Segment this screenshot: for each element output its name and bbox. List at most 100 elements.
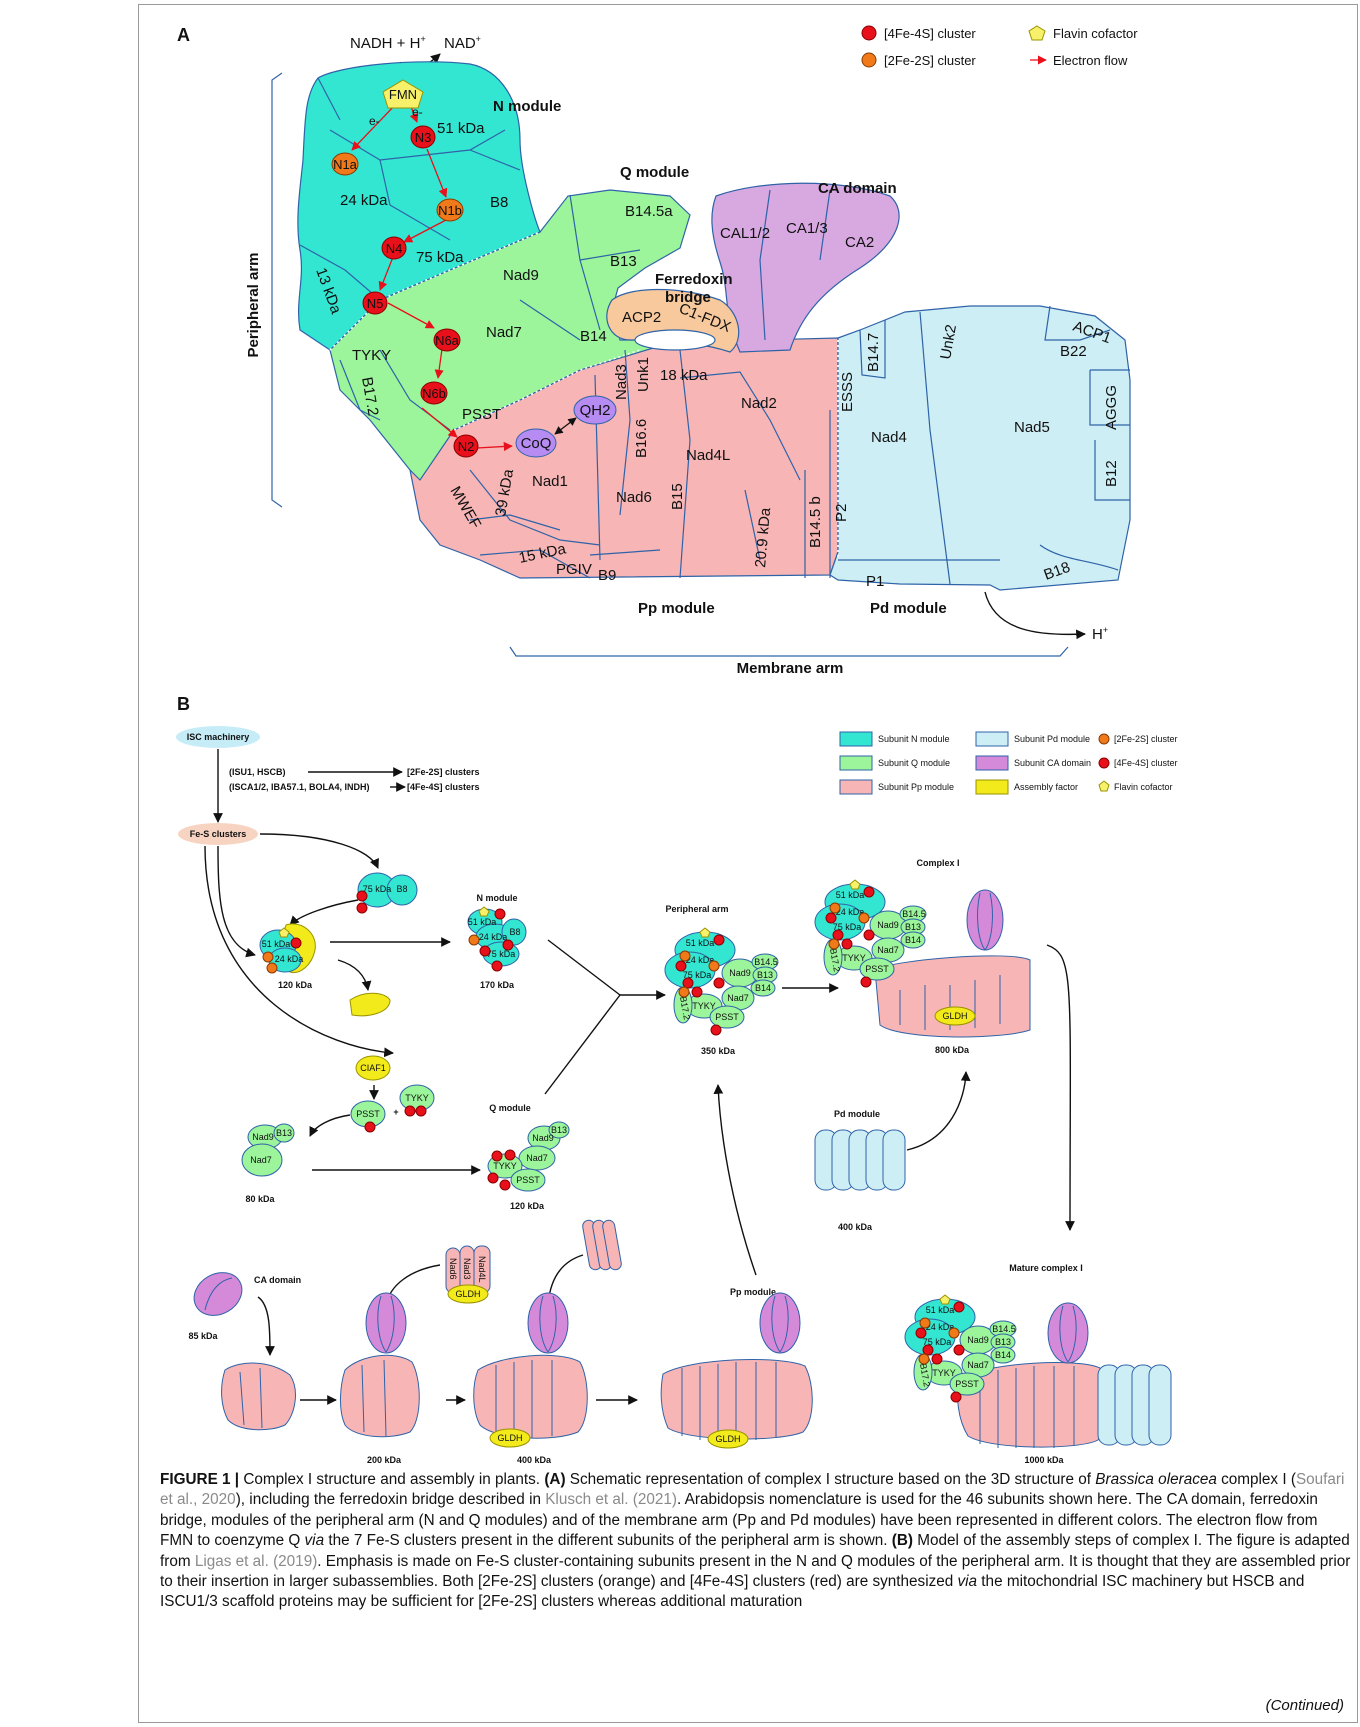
mass-120a: 120 kDa bbox=[278, 980, 313, 990]
svg-text:B14.5: B14.5 bbox=[902, 909, 926, 919]
isc-line1-left: (ISU1, HSCB) bbox=[229, 767, 286, 777]
ca-pp-unit bbox=[221, 1362, 296, 1431]
svg-text:51 kDa: 51 kDa bbox=[468, 917, 497, 927]
label-tyky: TYKY bbox=[352, 347, 391, 364]
caption-label: FIGURE 1 | bbox=[160, 1471, 240, 1488]
figure-graphic: A [4Fe-4S] cluster Flavin cofactor [2Fe-… bbox=[176, 25, 1178, 1465]
label-20-9kda: 20.9 kDa bbox=[752, 506, 774, 568]
svg-text:TYKY: TYKY bbox=[405, 1093, 429, 1103]
leg-sub-q: Subunit Q module bbox=[878, 758, 950, 768]
caption-text-1: Complex I structure and assembly in plan… bbox=[239, 1471, 545, 1488]
assembly-120kda-a: 51 kDa 24 kDa 120 kDa bbox=[259, 923, 316, 990]
svg-text:Nad9: Nad9 bbox=[532, 1133, 554, 1143]
label-24kda: 24 kDa bbox=[340, 192, 388, 209]
caption-text-9: the mitochondrial ISC machinery but HSCB… bbox=[160, 1573, 1305, 1611]
svg-text:B8: B8 bbox=[396, 884, 407, 894]
svg-text:B14: B14 bbox=[995, 1350, 1011, 1360]
svg-text:800 kDa: 800 kDa bbox=[935, 1045, 970, 1055]
fmn-icon bbox=[382, 79, 424, 109]
label-pgiv: PGIV bbox=[556, 561, 592, 578]
leg-flavin-icon bbox=[1098, 780, 1110, 792]
label-b15: B15 bbox=[669, 483, 686, 510]
assembly-800kda: Complex I GLDH 51 kDa 24 kDa 75 kDa Nad9… bbox=[814, 858, 1031, 1055]
caption-via-1: via bbox=[304, 1532, 325, 1550]
fe4s4-legend-icon bbox=[861, 25, 877, 41]
caption-text-6: the 7 Fe-S clusters present in the diffe… bbox=[324, 1532, 892, 1550]
label-unk1: Unk1 bbox=[635, 357, 652, 392]
svg-text:400 kDa: 400 kDa bbox=[517, 1455, 552, 1465]
cofactors-a: FMN N3 N1a N1b N4 N5 N6a N6b N2 CoQ QH2 bbox=[331, 79, 617, 458]
fes-label: Fe-S clusters bbox=[190, 829, 247, 839]
label-nad3: Nad3 bbox=[613, 364, 630, 400]
leg-fe2s2-icon bbox=[1098, 733, 1110, 745]
nad-gldh-assembly: Nad6 Nad3 Nad4L GLDH bbox=[445, 1245, 491, 1304]
panel-a-letter: A bbox=[177, 25, 190, 45]
label-nad4l: Nad4L bbox=[686, 447, 730, 464]
label-nad7: Nad7 bbox=[486, 324, 522, 341]
label-nad5: Nad5 bbox=[1014, 419, 1050, 436]
label-nad2: Nad2 bbox=[741, 395, 777, 412]
svg-text:Nad3: Nad3 bbox=[462, 1258, 472, 1280]
citation-klusch[interactable]: Klusch et al. (2021) bbox=[545, 1491, 678, 1509]
svg-text:Nad7: Nad7 bbox=[250, 1155, 272, 1165]
svg-text:B17.2: B17.2 bbox=[828, 948, 842, 973]
peripheral-arm-bracket bbox=[271, 72, 283, 508]
svg-text:Nad4L: Nad4L bbox=[477, 1256, 487, 1283]
svg-text:Nad9: Nad9 bbox=[877, 920, 899, 930]
n-module-title: N module bbox=[493, 98, 561, 115]
caption-text-8: . Emphasis is made on Fe-S cluster-conta… bbox=[160, 1552, 1351, 1591]
citation-ligas[interactable]: Ligas et al. (2019) bbox=[194, 1552, 318, 1570]
svg-text:B13: B13 bbox=[757, 970, 773, 980]
pp-segments bbox=[582, 1219, 622, 1271]
svg-text:B14.5: B14.5 bbox=[992, 1324, 1016, 1334]
pd-module-title: Pd module bbox=[870, 600, 947, 617]
svg-text:B14: B14 bbox=[905, 935, 921, 945]
caption-via-2: via bbox=[957, 1573, 978, 1591]
leg-fe4s4-icon bbox=[1098, 757, 1110, 769]
svg-text:TYKY: TYKY bbox=[932, 1368, 956, 1378]
svg-text:CA domain: CA domain bbox=[254, 1275, 301, 1285]
svg-text:24 kDa: 24 kDa bbox=[926, 1322, 955, 1332]
svg-text:51 kDa: 51 kDa bbox=[262, 939, 291, 949]
nad-label: NAD+ bbox=[444, 34, 481, 52]
released-assembly-factor bbox=[349, 992, 391, 1017]
q-module-title: Q module bbox=[620, 164, 689, 181]
label-b17-2: B17.2 bbox=[358, 376, 382, 418]
figure-caption: FIGURE 1 | Complex I structure and assem… bbox=[160, 1470, 1352, 1613]
proton-label: H+ bbox=[1092, 625, 1108, 643]
assembly-450kda: Pp module GLDH bbox=[660, 1287, 813, 1449]
panel-b-letter: B bbox=[177, 694, 190, 714]
svg-text:TYKY: TYKY bbox=[692, 1001, 716, 1011]
assembly-ca-85kda: CA domain 85 kDa bbox=[188, 1272, 301, 1341]
svg-text:B13: B13 bbox=[905, 922, 921, 932]
assembly-80kda: Nad9 B13 Nad7 80 kDa bbox=[241, 1123, 295, 1204]
svg-text:+: + bbox=[393, 1107, 398, 1117]
n6b-label: N6b bbox=[422, 386, 446, 401]
svg-text:Pd module: Pd module bbox=[834, 1109, 880, 1119]
label-b12: B12 bbox=[1103, 460, 1120, 487]
caption-text-4: ), including the ferredoxin bridge descr… bbox=[235, 1491, 546, 1509]
label-nad6: Nad6 bbox=[616, 489, 652, 506]
nadh-label: NADH + H+ bbox=[350, 34, 426, 52]
qh2-icon bbox=[573, 395, 617, 425]
leg-pd-swatch bbox=[975, 731, 1009, 747]
caption-text-7: Model of the assembly steps of complex I… bbox=[160, 1532, 1350, 1570]
coq-qh2-arrow bbox=[554, 417, 577, 435]
svg-text:GLDH: GLDH bbox=[497, 1433, 522, 1443]
leg-assembly-swatch bbox=[975, 779, 1009, 795]
label-unk2: Unk2 bbox=[937, 323, 960, 360]
n-module-area bbox=[297, 61, 541, 351]
svg-text:75 kDa: 75 kDa bbox=[923, 1337, 952, 1347]
isc-line2-left: (ISCA1/2, IBA57.1, BOLA4, INDH) bbox=[229, 782, 370, 792]
citation-soufari[interactable]: Soufari et al., 2020 bbox=[160, 1471, 1345, 1509]
ca-domain-title: CA domain bbox=[818, 180, 897, 197]
legend-b: Subunit N module Subunit Pd module [2Fe-… bbox=[839, 731, 1178, 795]
svg-text:B17.2: B17.2 bbox=[918, 1363, 932, 1388]
pd-module-area bbox=[829, 305, 1131, 591]
svg-text:75 kDa: 75 kDa bbox=[363, 884, 392, 894]
leg-pp-swatch bbox=[839, 779, 873, 795]
label-p1: P1 bbox=[866, 573, 884, 590]
svg-text:Peripheral arm: Peripheral arm bbox=[665, 904, 728, 914]
assembly-b8-75kda: 75 kDa B8 bbox=[356, 872, 418, 914]
label-b14: B14 bbox=[580, 328, 607, 345]
